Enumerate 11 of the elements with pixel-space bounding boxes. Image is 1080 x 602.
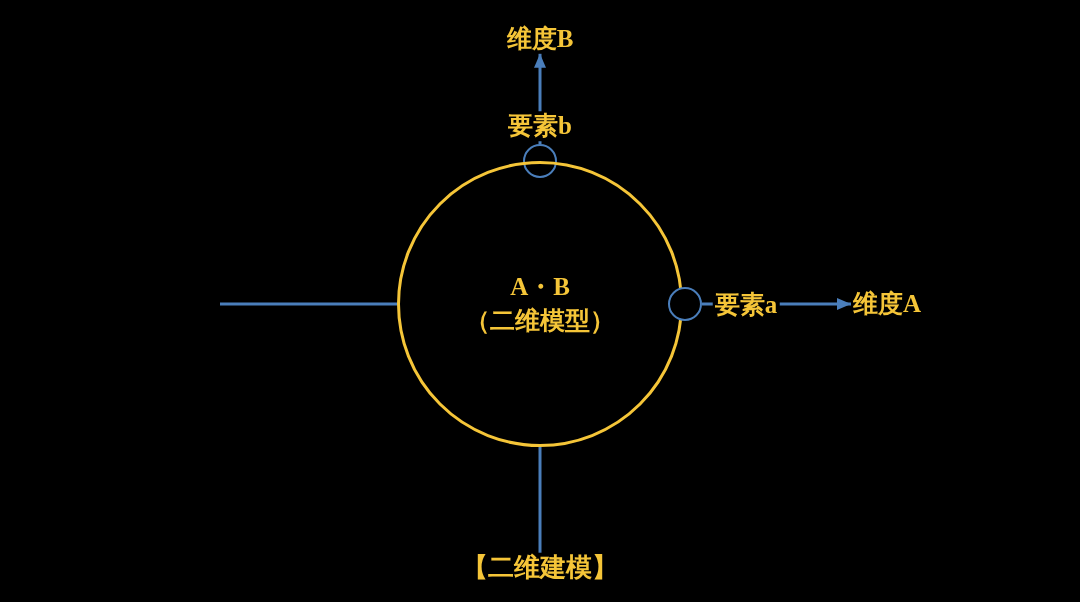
connector-line	[538, 447, 542, 553]
axis-label: 维度A	[850, 289, 924, 319]
small-circle	[523, 144, 557, 178]
edge-label: 要素b	[506, 111, 574, 141]
connector-line	[220, 302, 397, 306]
axis-label: 维度B	[504, 24, 576, 54]
bottom-label: 【二维建模】	[460, 552, 620, 584]
small-circle	[668, 287, 702, 321]
center-title: A・B	[510, 272, 570, 303]
center-subtitle: （二维模型）	[465, 306, 615, 336]
edge-label: 要素a	[712, 290, 780, 320]
